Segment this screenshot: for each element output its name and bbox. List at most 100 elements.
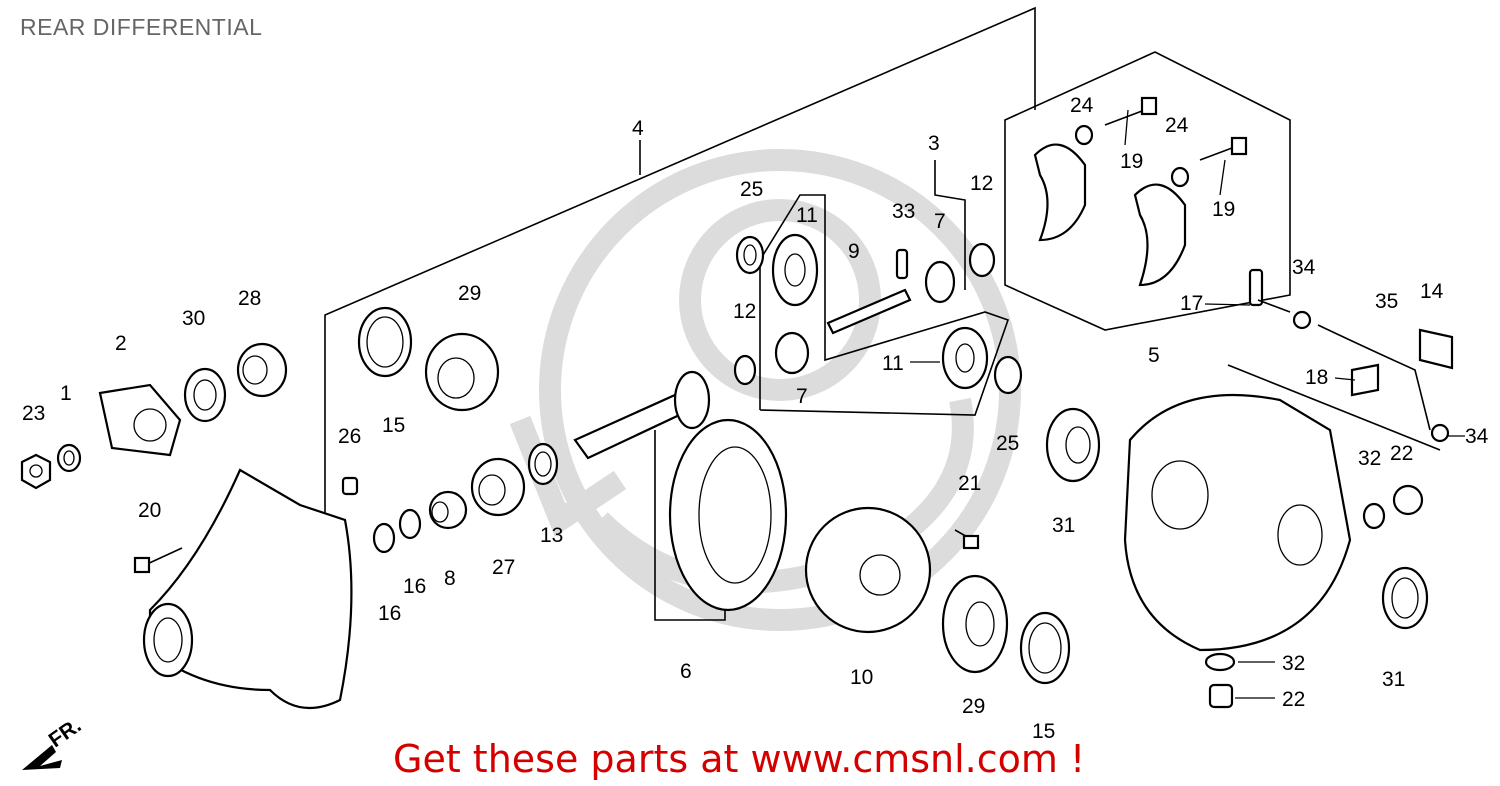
callout-19-a: 19 [1120, 150, 1143, 173]
part-housing[interactable] [142, 468, 353, 710]
part-34-clamp-lower[interactable] [1430, 423, 1450, 443]
part-bearing-cap-a[interactable] [1033, 143, 1087, 242]
callout-29-lower: 29 [962, 695, 985, 718]
part-10-differential-case[interactable] [804, 506, 932, 634]
part-11-side-gear-upper[interactable] [771, 233, 819, 307]
part-bearing-cap-b[interactable] [1133, 183, 1187, 287]
part-2-companion-flange[interactable] [98, 383, 182, 457]
part-24-washer-b[interactable] [1170, 166, 1190, 188]
callout-16-a: 16 [378, 602, 401, 625]
callout-22-lower: 22 [1282, 688, 1305, 711]
part-9-pinion-shaft[interactable] [826, 288, 912, 335]
diagram-title: REAR DIFFERENTIAL [20, 14, 263, 40]
callout-33: 33 [892, 200, 915, 223]
callout-6: 6 [680, 660, 692, 683]
callout-8: 8 [444, 567, 456, 590]
callout-31-right: 31 [1382, 668, 1405, 691]
part-12-washer-left[interactable] [733, 354, 757, 386]
callout-32-lower: 32 [1282, 652, 1305, 675]
part-30-seal[interactable] [183, 367, 227, 423]
part-23-nut[interactable] [20, 453, 52, 490]
part-6-drive-pinion[interactable] [573, 370, 711, 460]
callout-20: 20 [138, 499, 161, 522]
callout-25-upper: 25 [740, 178, 763, 201]
callout-34-lower: 34 [1465, 425, 1489, 448]
part-35-breather-tube[interactable] [1317, 324, 1431, 431]
part-32-washer-lower[interactable] [1204, 652, 1236, 672]
part-14-label[interactable] [1418, 328, 1454, 370]
callout-19-b: 19 [1212, 198, 1235, 221]
callout-34-upper: 34 [1292, 256, 1316, 279]
part-31-bearing-right[interactable] [1381, 566, 1429, 630]
part-16-shim-a[interactable] [372, 522, 396, 554]
callout-2: 2 [115, 332, 127, 355]
part-28-bearing[interactable] [236, 342, 288, 398]
callout-32-upper: 32 [1358, 447, 1381, 470]
callout-24-b: 24 [1165, 114, 1189, 137]
part-17-breather-fitting[interactable] [1248, 268, 1291, 313]
callout-3: 3 [928, 132, 940, 155]
callout-14: 14 [1420, 280, 1444, 303]
part-22-plug-lower[interactable] [1208, 683, 1234, 709]
callout-17: 17 [1180, 292, 1203, 315]
callout-9: 9 [848, 240, 860, 263]
callout-11-lower: 11 [882, 352, 904, 375]
part-34-clamp-upper[interactable] [1292, 310, 1312, 330]
callout-7-right: 7 [934, 210, 946, 233]
part-19-bolt-a[interactable] [1104, 96, 1158, 126]
part-18-bracket[interactable] [1350, 363, 1380, 397]
callout-28: 28 [238, 287, 261, 310]
part-15-seal-upper[interactable] [357, 306, 413, 378]
callout-21: 21 [958, 472, 981, 495]
callout-30: 30 [182, 307, 205, 330]
part-22-plug-upper[interactable] [1392, 484, 1424, 516]
callout-24-a: 24 [1070, 94, 1094, 117]
callout-11-upper: 11 [796, 204, 818, 227]
part-29-bearing-upper[interactable] [424, 332, 500, 412]
part-8-spacer[interactable] [428, 490, 468, 530]
part-31-bearing-left[interactable] [1045, 407, 1101, 483]
callout-22-upper: 22 [1390, 442, 1413, 465]
part-20-bolt[interactable] [133, 547, 183, 574]
callout-18: 18 [1305, 366, 1328, 389]
callout-31-left: 31 [1052, 514, 1075, 537]
callout-12-left: 12 [733, 300, 756, 323]
callout-10: 10 [850, 666, 873, 689]
callout-16-b: 16 [403, 575, 426, 598]
part-19-bolt-b[interactable] [1199, 136, 1248, 161]
part-12-washer-right[interactable] [968, 242, 996, 278]
part-13-washer[interactable] [527, 442, 559, 486]
callout-15-lower: 15 [1032, 720, 1055, 743]
callout-5: 5 [1148, 344, 1160, 367]
part-33-roll-pin[interactable] [895, 248, 909, 280]
callout-12-right: 12 [970, 172, 993, 195]
part-16-shim-b[interactable] [398, 508, 422, 540]
callout-1: 1 [60, 382, 72, 405]
part-1-washer[interactable] [56, 443, 82, 473]
assembly-lines [324, 6, 1441, 621]
part-29-bearing-lower[interactable] [941, 574, 1009, 674]
part-32-washer-upper[interactable] [1362, 502, 1386, 530]
part-11-side-gear-lower[interactable] [941, 326, 989, 390]
callout-27: 27 [492, 556, 515, 579]
callout-35: 35 [1375, 290, 1398, 313]
part-27-bearing[interactable] [470, 457, 526, 517]
front-direction-marker: FR. [22, 714, 86, 770]
callout-23: 23 [22, 402, 45, 425]
callout-13: 13 [540, 524, 563, 547]
part-26-pin[interactable] [341, 476, 359, 496]
part-25-thrust-washer-lower[interactable] [993, 355, 1023, 395]
part-15-seal-lower[interactable] [1019, 611, 1071, 685]
part-6-ring-gear[interactable] [668, 418, 788, 612]
part-5-carrier-cover[interactable] [1123, 394, 1352, 652]
part-7-pinion-gear-left[interactable] [774, 331, 810, 375]
callout-15-upper: 15 [382, 414, 405, 437]
part-21-bolt[interactable] [954, 529, 980, 550]
part-25-thrust-washer-upper[interactable] [735, 235, 765, 275]
promo-link[interactable]: Get these parts at www.cmsnl.com ! [393, 737, 1086, 781]
callout-labels: 23 1 2 30 28 4 29 15 26 20 16 16 8 27 13… [22, 94, 1489, 743]
part-24-washer-a[interactable] [1074, 124, 1094, 146]
part-7-pinion-gear-right[interactable] [924, 260, 956, 304]
leader-lines [910, 109, 1465, 699]
